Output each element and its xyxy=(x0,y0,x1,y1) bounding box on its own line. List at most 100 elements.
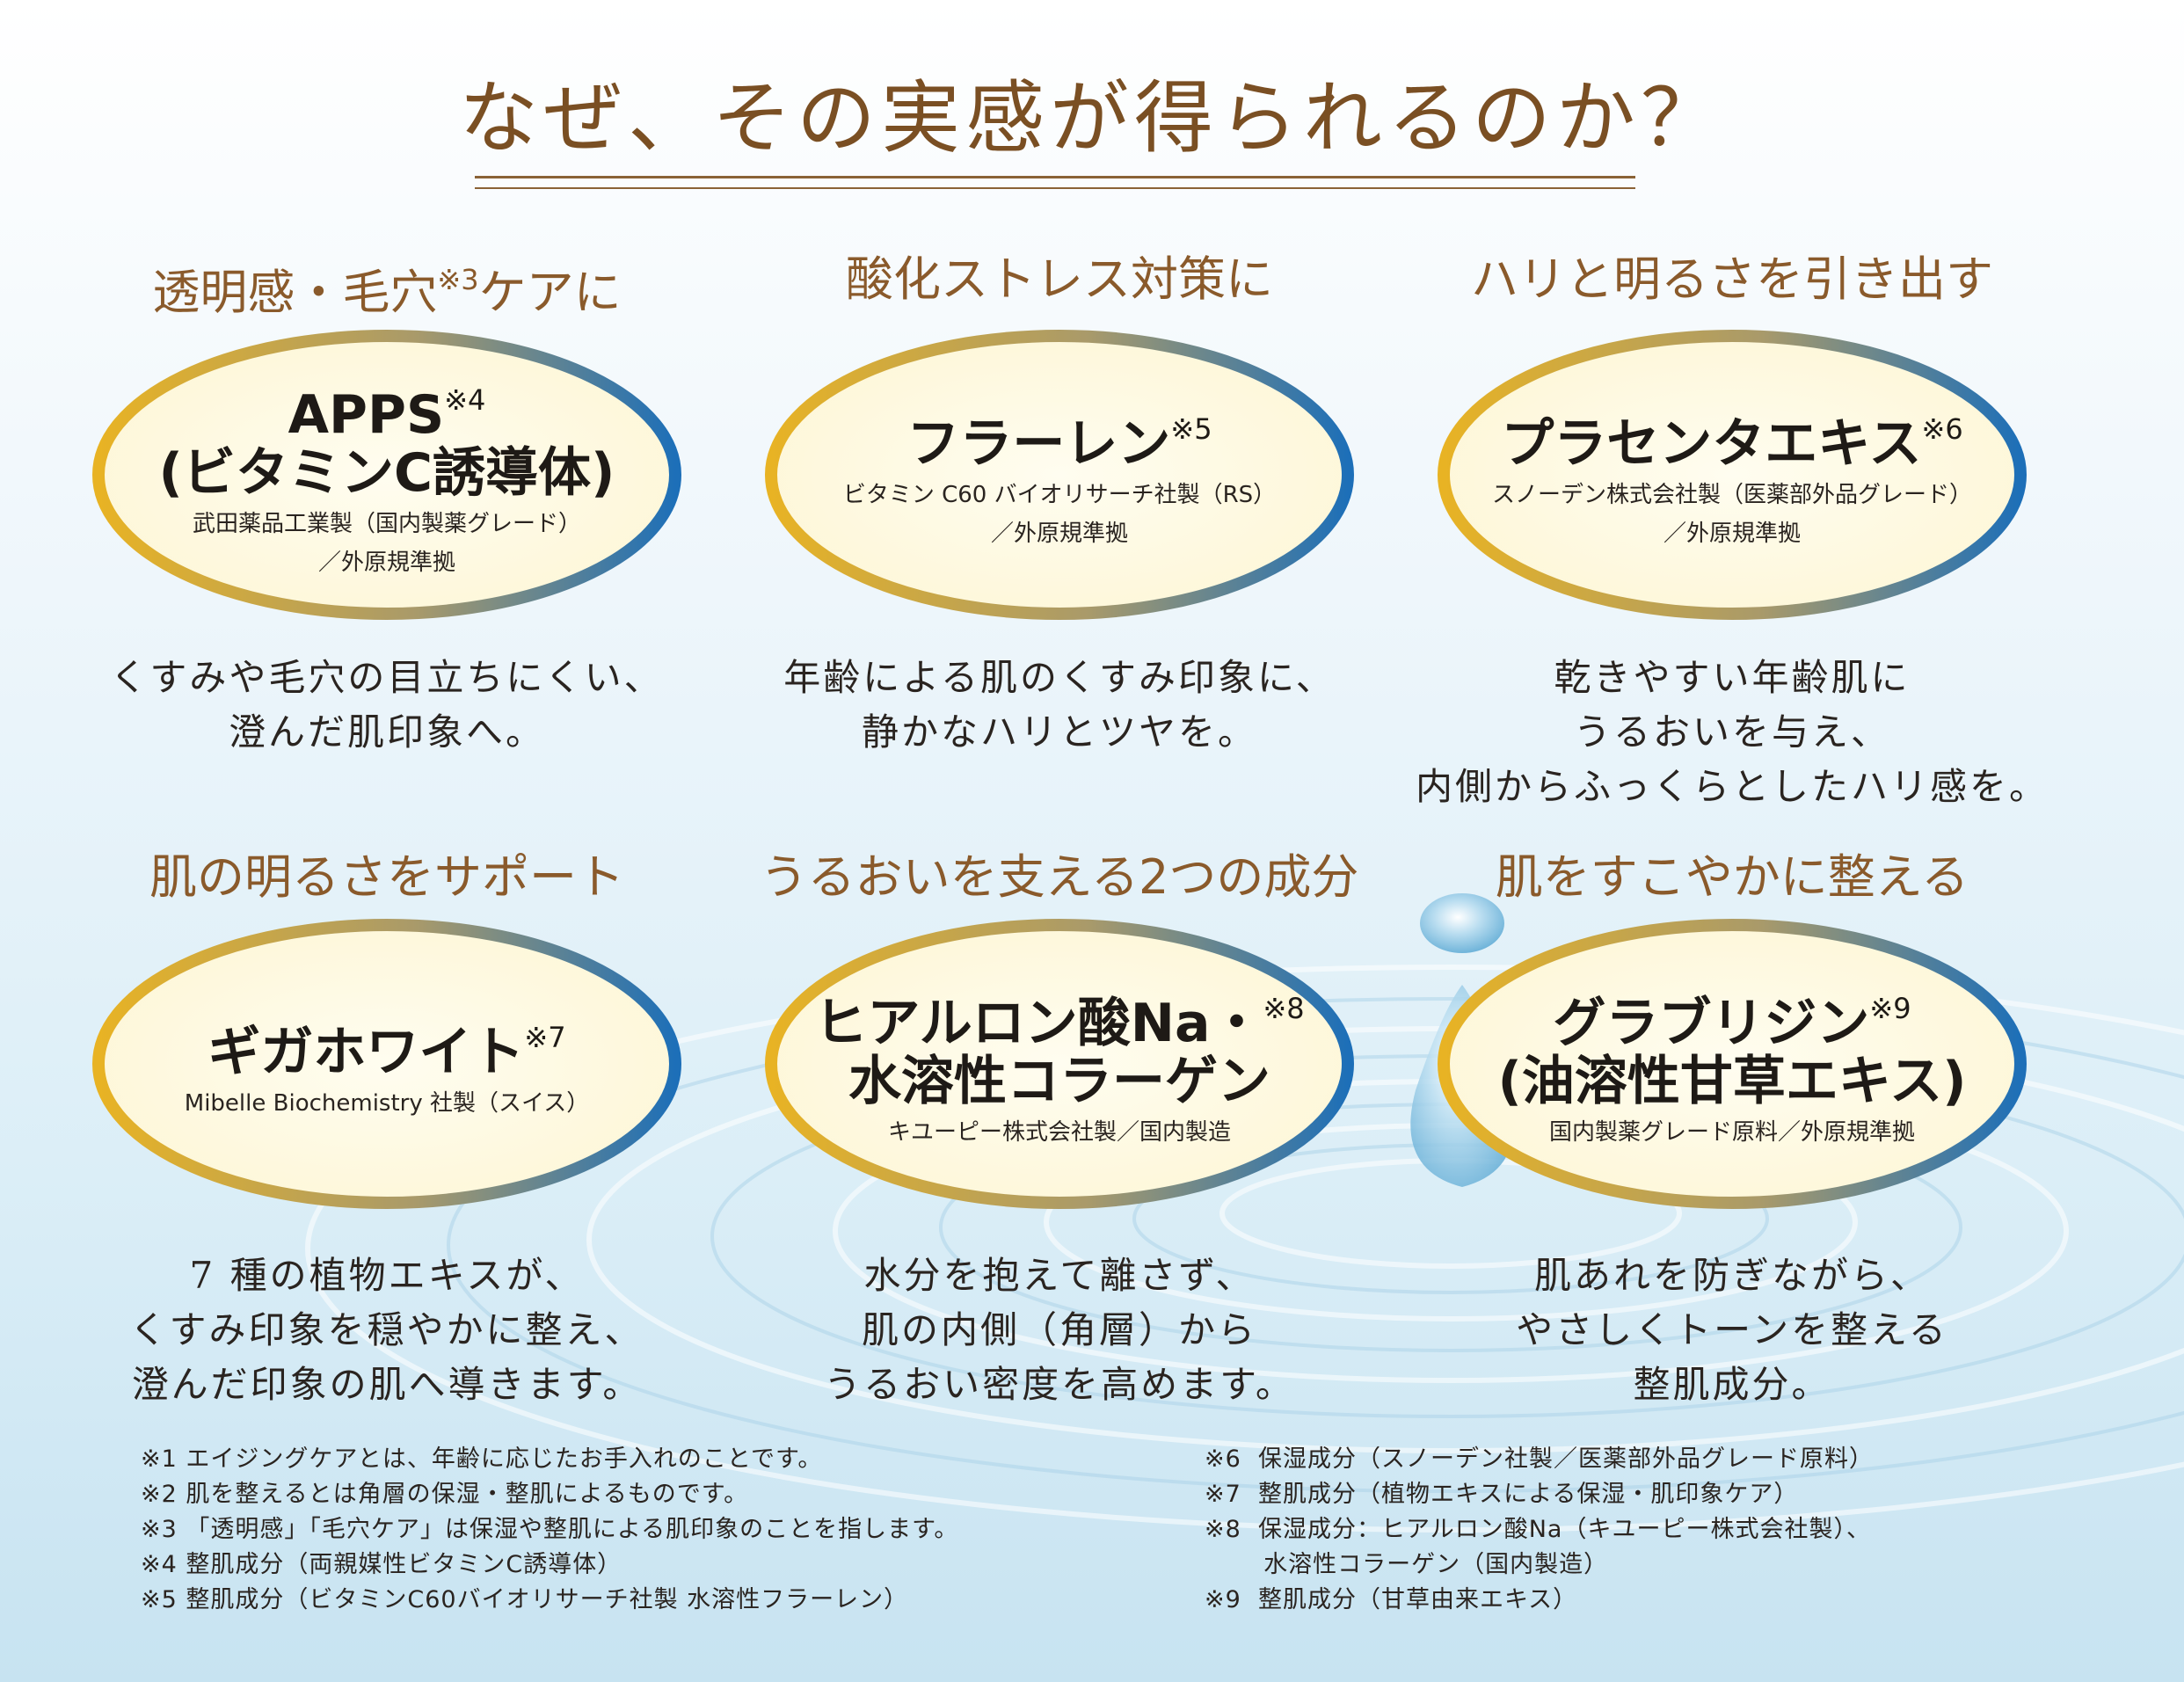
heading-text: 透明感・毛穴 xyxy=(152,265,438,320)
ingredient-description: 7 種の植物エキスが、くすみ印象を穏やかに整え、澄んだ印象の肌へ導きます。 xyxy=(53,1249,721,1412)
ingredient-source: 武田薬品工業製（国内製薬グレード） xyxy=(192,510,581,537)
heading-text: 酸化ストレス対策に xyxy=(846,251,1273,307)
footnote: ※2 肌を整えるとは角層の保湿・整肌によるものです。 xyxy=(141,1481,749,1508)
footnote: ※9 整肌成分（甘草由来エキス） xyxy=(1205,1586,1578,1613)
footnote: ※5 整肌成分（ビタミンC60バイオリサーチ社製 水溶性フラーレン） xyxy=(141,1586,909,1613)
heading-text: ハリと明るさを引き出す xyxy=(1471,251,1993,307)
description-line: 乾きやすい年齢肌に xyxy=(1554,656,1911,699)
ingredient-name: (油溶性甘草エキス) xyxy=(1497,1052,1966,1110)
footnote: ※6 保湿成分（スノーデン社製／医薬部外品グレード原料） xyxy=(1205,1445,1874,1473)
ingredient-name-text: APPS xyxy=(288,383,445,446)
heading-text: 肌の明るさをサポート xyxy=(149,849,624,905)
oval-content: グラブリジン※9(油溶性甘草エキス)国内製薬グレード原料／外原規準拠 xyxy=(1433,914,2031,1213)
description-line: うるおいを与え、 xyxy=(1573,710,1890,754)
ingredient-source: Mibelle Biochemistry 社製（スイス） xyxy=(184,1089,590,1117)
description-line: やさしくトーンを整える xyxy=(1516,1308,1948,1351)
ingredient-source: 国内製薬グレード原料／外原規準拠 xyxy=(1548,1118,1915,1146)
ingredient-source: ／外原規準拠 xyxy=(1663,520,1801,547)
ingredient-description: 年齢による肌のくすみ印象に、静かなハリとツヤを。 xyxy=(725,651,1394,760)
ingredient-heading: 肌をすこやかに整える xyxy=(1398,844,2066,911)
description-line: 澄んだ印象の肌へ導きます。 xyxy=(131,1363,643,1406)
description-line: くすみや毛穴の目立ちにくい、 xyxy=(110,656,664,699)
description-line: 肌あれを防ぎながら、 xyxy=(1533,1254,1930,1297)
oval-ring xyxy=(1438,919,2027,1209)
footnote-mark: ※4 xyxy=(444,382,486,417)
ingredient-name-text: 水溶性コラーゲン xyxy=(848,1050,1270,1112)
ingredient-name-text: フラーレン xyxy=(906,412,1171,475)
footnote-mark: ※6 xyxy=(1921,411,1963,446)
footnote: ※1 エイジングケアとは、年齢に応じたお手入れのことです。 xyxy=(141,1445,823,1473)
footnote-mark: ※7 xyxy=(524,1020,566,1054)
ingredient-name: グラブリジン※9 xyxy=(1553,979,1911,1052)
footnote: ※7 整肌成分（植物エキスによる保湿・肌印象ケア） xyxy=(1205,1481,1799,1508)
ingredient-name-text: グラブリジン xyxy=(1553,992,1870,1054)
oval-ring xyxy=(765,919,1354,1209)
oval-content: フラーレン※5 ビタミン C60 バイオリサーチ社製（RS） ／外原規準拠 xyxy=(761,325,1358,624)
description-line: うるおい密度を高めます。 xyxy=(824,1363,1295,1406)
ingredient-name-text: (油溶性甘草エキス) xyxy=(1497,1050,1967,1112)
ingredient-source: ／外原規準拠 xyxy=(317,549,455,576)
footnote-mark: ※9 xyxy=(1869,991,1911,1025)
footnotes-left: ※1 エイジングケアとは、年齢に応じたお手入れのことです。 ※2 肌を整えるとは… xyxy=(141,1442,958,1618)
footnote-mark: ※8 xyxy=(1263,991,1305,1025)
ingredient-source: ／外原規準拠 xyxy=(990,520,1128,547)
heading-text-tail: ケアに xyxy=(478,265,622,320)
description-line: 年齢による肌のくすみ印象に、 xyxy=(783,656,1336,699)
description-line: くすみ印象を穏やかに整え、 xyxy=(129,1308,644,1351)
ingredient-name-text: (ビタミンC誘導体) xyxy=(158,441,615,504)
ingredient-heading: 透明感・毛穴※3ケアに xyxy=(53,246,721,326)
ingredient-heading: 酸化ストレス対策に xyxy=(725,246,1394,313)
ingredient-name: プラセンタエキス※6 xyxy=(1501,400,1962,473)
oval-ring xyxy=(1438,330,2027,620)
oval-ring xyxy=(765,330,1354,620)
ingredient-name-text: プラセンタエキス xyxy=(1501,412,1922,475)
ingredient-name: (ビタミンC誘導体) xyxy=(159,444,615,502)
description-line: 静かなハリとツヤを。 xyxy=(861,710,1257,754)
footnote: ※3 「透明感」「毛穴ケア」は保湿や整肌による肌印象のことを指します。 xyxy=(141,1516,959,1543)
heading-text: 肌をすこやかに整える xyxy=(1495,849,1969,905)
heading-text: うるおいを支える2つの成分 xyxy=(760,849,1359,905)
ingredient-name: ヒアルロン酸Na・※8 xyxy=(814,979,1304,1052)
ingredient-name: APPS※4 xyxy=(288,371,486,444)
ingredient-description: 水分を抱えて離さず、肌の内側（角層）からうるおい密度を高めます。 xyxy=(725,1249,1394,1412)
oval-content: プラセンタエキス※6 スノーデン株式会社製（医薬部外品グレード） ／外原規準拠 xyxy=(1433,325,2031,624)
footnote-mark: ※5 xyxy=(1170,411,1212,446)
ingredient-description: 乾きやすい年齢肌にうるおいを与え、内側からふっくらとしたハリ感を。 xyxy=(1398,651,2066,814)
title-divider xyxy=(475,176,1635,189)
ingredient-description: 肌あれを防ぎながら、やさしくトーンを整える整肌成分。 xyxy=(1398,1249,2066,1412)
description-line: 7 種の植物エキスが、 xyxy=(189,1254,585,1297)
footnote: ※4 整肌成分（両親媒性ビタミンC誘導体） xyxy=(141,1551,622,1578)
description-line: 肌の内側（角層）から xyxy=(861,1308,1257,1351)
ingredient-name: 水溶性コラーゲン xyxy=(848,1052,1270,1110)
description-line: 澄んだ肌印象へ。 xyxy=(228,710,545,754)
page-title: なぜ、その実感が得られるのか？ xyxy=(459,72,1725,164)
oval-content: APPS※4(ビタミンC誘導体)武田薬品工業製（国内製薬グレード）／外原規準拠 xyxy=(88,325,686,624)
footnote-mark: ※3 xyxy=(437,263,479,296)
footnote: 水溶性コラーゲン（国内製造） xyxy=(1205,1551,1609,1578)
description-line: 内側からふっくらとしたハリ感を。 xyxy=(1415,765,2049,808)
ingredient-oval: フラーレン※5 ビタミン C60 バイオリサーチ社製（RS） ／外原規準拠 xyxy=(761,325,1358,624)
ingredient-source: スノーデン株式会社製（医薬部外品グレード） xyxy=(1491,481,1972,508)
description-line: 整肌成分。 xyxy=(1633,1363,1831,1406)
ingredient-name-text: ギガホワイト xyxy=(207,1021,525,1083)
ingredient-oval: プラセンタエキス※6 スノーデン株式会社製（医薬部外品グレード） ／外原規準拠 xyxy=(1433,325,2031,624)
ingredient-name-text: ヒアルロン酸Na・ xyxy=(814,992,1263,1054)
ingredient-source: ビタミン C60 バイオリサーチ社製（RS） xyxy=(842,481,1277,508)
ingredient-oval: APPS※4(ビタミンC誘導体)武田薬品工業製（国内製薬グレード）／外原規準拠 xyxy=(88,325,686,624)
footnotes-right: ※6 保湿成分（スノーデン社製／医薬部外品グレード原料） ※7 整肌成分（植物エ… xyxy=(1205,1442,1874,1618)
ingredient-source: キユーピー株式会社製／国内製造 xyxy=(887,1118,1231,1146)
ingredient-oval: グラブリジン※9(油溶性甘草エキス)国内製薬グレード原料／外原規準拠 xyxy=(1433,914,2031,1213)
ingredient-heading: ハリと明るさを引き出す xyxy=(1398,246,2066,313)
ingredient-name: フラーレン※5 xyxy=(906,400,1212,473)
ingredient-heading: 肌の明るさをサポート xyxy=(53,844,721,911)
description-line: 水分を抱えて離さず、 xyxy=(863,1254,1256,1297)
ingredient-description: くすみや毛穴の目立ちにくい、澄んだ肌印象へ。 xyxy=(53,651,721,760)
ingredient-name: ギガホワイト※7 xyxy=(207,1008,565,1081)
oval-ring xyxy=(92,330,681,620)
footnote: ※8 保湿成分：ヒアルロン酸Na（キユーピー株式会社製）、 xyxy=(1205,1516,1871,1543)
